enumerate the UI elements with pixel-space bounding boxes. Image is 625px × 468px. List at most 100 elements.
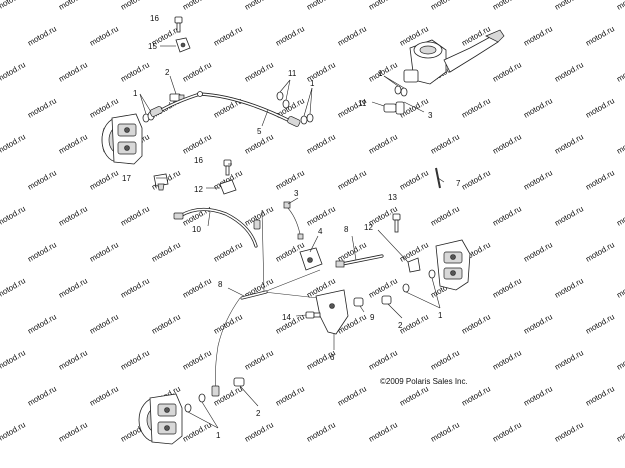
- junction-block-4: [299, 247, 323, 271]
- watermark-text: motod.ru: [522, 312, 554, 336]
- callout-6: 6: [330, 353, 335, 362]
- watermark-text: motod.ru: [491, 0, 523, 12]
- watermark-text: motod.ru: [119, 60, 151, 84]
- watermark-text: motod.ru: [0, 0, 27, 12]
- washers-1b: [300, 113, 314, 125]
- watermark-text: motod.ru: [491, 60, 523, 84]
- watermark-text: motod.ru: [491, 204, 523, 228]
- banjo-bolt-2b: [381, 295, 392, 305]
- watermark-text: motod.ru: [181, 0, 213, 12]
- watermark-text: motod.ru: [553, 204, 585, 228]
- screw-16b: [223, 159, 232, 176]
- watermark-text: motod.ru: [584, 96, 616, 120]
- watermark-text: motod.ru: [88, 24, 120, 48]
- callout-4: 4: [318, 227, 323, 236]
- watermark-text: motod.ru: [429, 132, 461, 156]
- watermark-text: motod.ru: [181, 348, 213, 372]
- watermark-text: motod.ru: [119, 348, 151, 372]
- watermark-text: motod.ru: [88, 384, 120, 408]
- watermark-text: motod.ru: [181, 276, 213, 300]
- callout-10: 10: [192, 225, 201, 234]
- copyright-text: ©2009 Polaris Sales Inc.: [380, 377, 468, 386]
- watermark-text: motod.ru: [57, 60, 89, 84]
- watermark-text: motod.ru: [0, 420, 27, 444]
- brake-caliper-right: [435, 239, 471, 291]
- watermark-text: motod.ru: [491, 420, 523, 444]
- watermark-text: motod.ru: [615, 132, 625, 156]
- watermark-text: motod.ru: [367, 348, 399, 372]
- callout-14: 14: [282, 313, 291, 322]
- watermark-text: motod.ru: [615, 204, 625, 228]
- watermark-text: motod.ru: [491, 276, 523, 300]
- watermark-text: motod.ru: [119, 204, 151, 228]
- watermark-text: motod.ru: [0, 348, 27, 372]
- watermark-text: motod.ru: [522, 24, 554, 48]
- watermark-text: motod.ru: [57, 276, 89, 300]
- watermark-text: motod.ru: [305, 0, 337, 12]
- watermark-text: motod.ru: [150, 312, 182, 336]
- watermark-text: motod.ru: [274, 24, 306, 48]
- watermark-text: motod.ru: [181, 132, 213, 156]
- watermark-text: motod.ru: [615, 0, 625, 12]
- callout-11b: 11: [358, 99, 367, 108]
- bolt-14: [305, 311, 321, 319]
- brake-line-8b: [211, 290, 268, 397]
- callout-9: 9: [370, 313, 375, 322]
- watermark-text: motod.ru: [26, 384, 58, 408]
- watermark-text: motod.ru: [460, 384, 492, 408]
- watermark-text: motod.ru: [553, 348, 585, 372]
- brake-caliper-bottom-left: [138, 393, 183, 445]
- callout-12b: 12: [364, 223, 373, 232]
- watermark-text: motod.ru: [584, 384, 616, 408]
- watermark-text: motod.ru: [212, 240, 244, 264]
- watermark-text: motod.ru: [398, 384, 430, 408]
- watermark-text: motod.ru: [0, 276, 27, 300]
- watermark-text: motod.ru: [553, 276, 585, 300]
- watermark-text: motod.ru: [367, 0, 399, 12]
- callout-16a: 16: [150, 14, 159, 23]
- watermark-text: motod.ru: [212, 312, 244, 336]
- banjo-bolt-2c: [233, 377, 245, 387]
- banjo-fitting-11b: [383, 101, 405, 115]
- watermark-text: motod.ru: [305, 420, 337, 444]
- watermark-text: motod.ru: [57, 348, 89, 372]
- watermark-text: motod.ru: [584, 168, 616, 192]
- callout-8a: 8: [344, 225, 349, 234]
- clip-9: [353, 297, 364, 307]
- watermark-text: motod.ru: [398, 312, 430, 336]
- watermark-text: motod.ru: [26, 312, 58, 336]
- clip-12a: [219, 179, 237, 195]
- watermark-text: motod.ru: [212, 24, 244, 48]
- watermark-text: motod.ru: [429, 348, 461, 372]
- watermark-text: motod.ru: [57, 204, 89, 228]
- watermark-text: motod.ru: [274, 168, 306, 192]
- watermark-text: motod.ru: [243, 0, 275, 12]
- watermark-text: motod.ru: [615, 348, 625, 372]
- washers-1c: [394, 85, 408, 97]
- watermark-text: motod.ru: [88, 240, 120, 264]
- brake-line-3b: [283, 201, 304, 240]
- callout-2b: 2: [398, 321, 403, 330]
- bolt-13: [392, 213, 401, 233]
- watermark-text: motod.ru: [522, 168, 554, 192]
- callout-15: 15: [148, 42, 157, 51]
- watermark-text: motod.ru: [243, 420, 275, 444]
- washers-1e: [184, 393, 206, 413]
- watermark-text: motod.ru: [57, 420, 89, 444]
- watermark-text: motod.ru: [584, 240, 616, 264]
- watermark-text: motod.ru: [553, 60, 585, 84]
- watermark-text: motod.ru: [26, 168, 58, 192]
- watermark-text: motod.ru: [150, 240, 182, 264]
- watermark-text: motod.ru: [26, 96, 58, 120]
- watermark-text: motod.ru: [615, 276, 625, 300]
- clip-15: [175, 37, 191, 53]
- callout-16b: 16: [194, 156, 203, 165]
- callout-8b: 8: [218, 280, 223, 289]
- watermark-text: motod.ru: [429, 0, 461, 12]
- callout-2a: 2: [165, 68, 170, 77]
- watermark-text: motod.ru: [584, 24, 616, 48]
- watermark-text: motod.ru: [243, 348, 275, 372]
- watermark-text: motod.ru: [336, 384, 368, 408]
- watermark-text: motod.ru: [26, 24, 58, 48]
